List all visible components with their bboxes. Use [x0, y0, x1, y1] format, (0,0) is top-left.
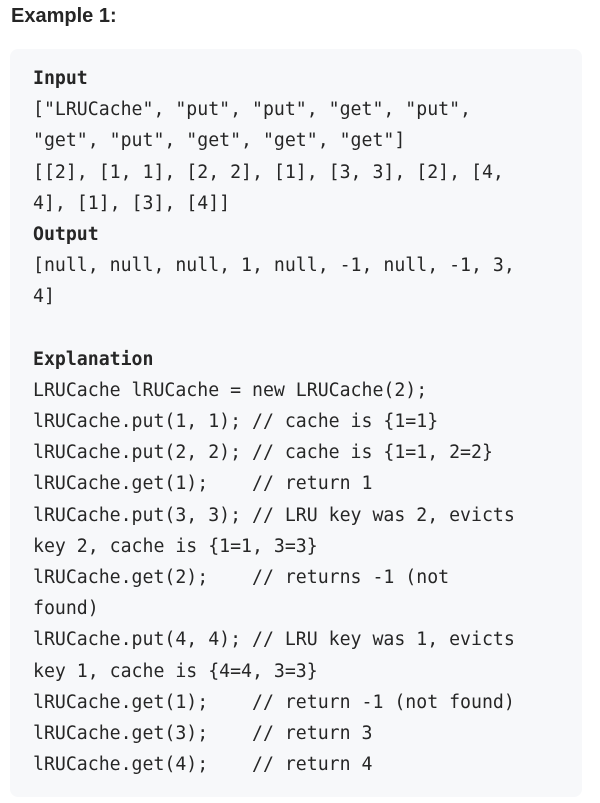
explanation-line: key 2, cache is {1=1, 3=3}	[33, 535, 318, 557]
input-line: [[2], [1, 1], [2, 2], [1], [3, 3], [2], …	[33, 161, 504, 183]
example-content: Input ["LRUCache", "put", "put", "get", "…	[33, 63, 515, 780]
explanation-line: lRUCache.get(1); // return -1 (not found…	[33, 691, 515, 713]
explanation-line: lRUCache.get(1); // return 1	[33, 473, 373, 495]
explanation-line: lRUCache.put(4, 4); // LRU key was 1, ev…	[33, 629, 515, 651]
explanation-line: found)	[33, 598, 99, 620]
explanation-line: lRUCache.get(3); // return 3	[33, 722, 373, 744]
input-line: "get", "put", "get", "get", "get"]	[33, 130, 406, 152]
input-line: ["LRUCache", "put", "put", "get", "put",	[33, 99, 471, 121]
input-label: Input	[33, 68, 88, 89]
explanation-line: lRUCache.get(4); // return 4	[33, 754, 373, 776]
explanation-label: Explanation	[33, 348, 154, 370]
explanation-line: LRUCache lRUCache = new LRUCache(2);	[33, 379, 428, 401]
explanation-line: lRUCache.get(2); // returns -1 (not	[33, 567, 450, 588]
output-line: 4]	[33, 286, 55, 308]
example-heading: Example 1:	[11, 5, 117, 27]
output-line: [null, null, null, 1, null, -1, null, -1…	[33, 255, 515, 277]
explanation-line: lRUCache.put(2, 2); // cache is {1=1, 2=…	[33, 442, 493, 464]
input-line: 4], [1], [3], [4]]	[33, 192, 231, 214]
blank-line	[33, 313, 515, 344]
explanation-line: key 1, cache is {4=4, 3=3}	[33, 660, 318, 682]
example-code-block	[10, 49, 582, 797]
output-label: Output	[33, 223, 99, 245]
explanation-line: lRUCache.put(3, 3); // LRU key was 2, ev…	[33, 504, 515, 526]
explanation-line: lRUCache.put(1, 1); // cache is {1=1}	[33, 411, 439, 433]
